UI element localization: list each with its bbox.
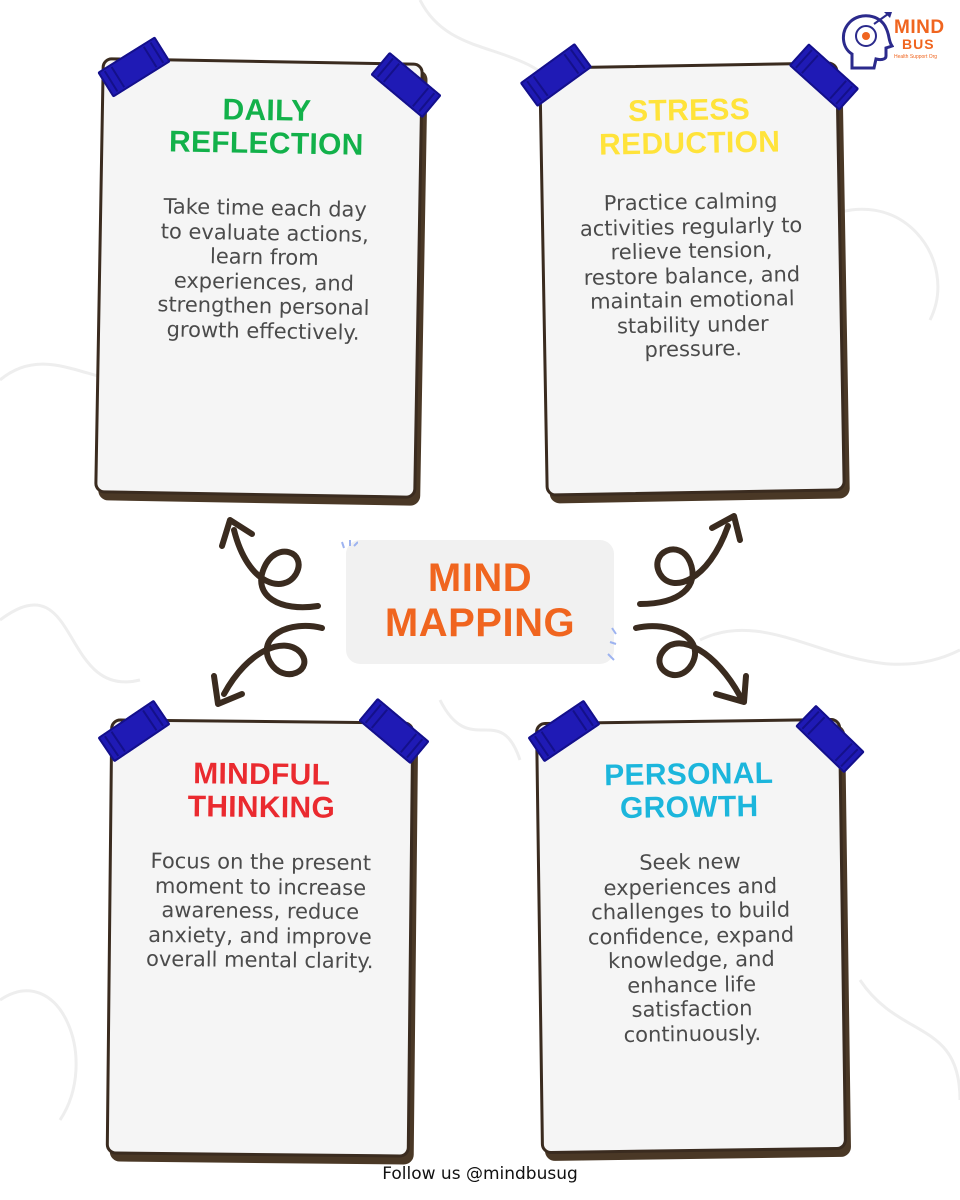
card-title: MINDFUL THINKING [187,757,336,825]
card-stress-reduction: STRESS REDUCTION Practice calming activi… [538,61,850,504]
logo-tagline: Health Support Org [894,54,938,60]
card-body: Focus on the present moment to increase … [145,848,374,974]
sparkle-icon [341,540,358,549]
card-body: Take time each day to evaluate actions, … [157,194,370,345]
footer-follow-text: Follow us @mindbusug [382,1164,578,1184]
card-title: STRESS REDUCTION [598,92,781,162]
card-daily-reflection: DAILY REFLECTION Take time each day to e… [94,57,428,506]
card-title: PERSONAL GROWTH [603,756,774,825]
center-title: MIND MAPPING [384,556,576,645]
mindbus-logo: MIND BUS Health Support Org [838,10,948,74]
card-body: Seek new experiences and challenges to b… [587,849,795,1047]
card-personal-growth: PERSONAL GROWTH Seek new experiences and… [534,717,852,1162]
card-title: DAILY REFLECTION [168,93,364,162]
sparkle-icon [607,627,617,661]
center-node: MIND MAPPING [346,540,614,664]
head-profile-icon [842,12,894,70]
logo-name-line2: BUS [902,36,935,52]
card-body: Practice calming activities regularly to… [579,188,803,362]
card-mindful-thinking: MINDFUL THINKING Focus on the present mo… [105,718,419,1165]
logo-name-line1: MIND [894,17,945,38]
